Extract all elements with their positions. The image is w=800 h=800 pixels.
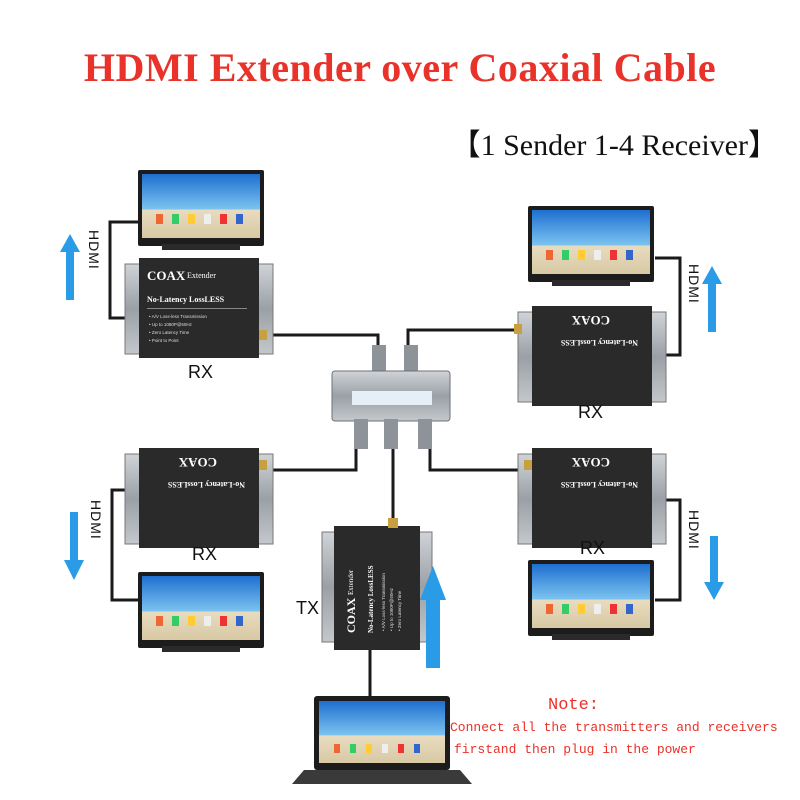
svg-text:COAX: COAX xyxy=(178,455,217,470)
svg-text:COAX: COAX xyxy=(571,455,610,470)
arrow-down-bottom-right xyxy=(704,536,724,600)
page-subtitle: 【1 Sender 1-4 Receiver】 xyxy=(450,129,778,162)
hdmi-cable-top-right xyxy=(655,256,682,357)
hdmi-cable-bottom-right xyxy=(655,498,682,602)
rx-label-bottom-right: RX xyxy=(580,538,606,558)
note-line-1: Connect all the transmitters and receive… xyxy=(450,720,778,735)
svg-text:No-Latency LossLESS: No-Latency LossLESS xyxy=(167,480,245,489)
receiver-device-bottom-right: COAX No-Latency LossLESS xyxy=(517,448,667,548)
svg-text:No-Latency LossLESS: No-Latency LossLESS xyxy=(560,338,638,347)
svg-text:Extender: Extender xyxy=(187,271,216,280)
coax-cable-rx4 xyxy=(428,425,532,472)
tv-top-right xyxy=(528,206,654,286)
transmitter-device: COAX Extender No-Latency LossLESS • A/V … xyxy=(321,518,433,650)
receiver-device-top-left: COAX Extender No-Latency LossLESS • A/V … xyxy=(124,258,274,358)
svg-text:COAX: COAX xyxy=(571,313,610,328)
receiver-device-bottom-left: COAX No-Latency LossLESS xyxy=(124,448,274,548)
tv-bottom-left xyxy=(138,572,264,652)
rx-label-bottom-left: RX xyxy=(192,544,218,564)
receiver-device-top-right: COAX No-Latency LossLESS xyxy=(514,306,667,406)
device-brand: COAX xyxy=(147,268,186,283)
svg-text:No-Latency LossLESS: No-Latency LossLESS xyxy=(147,295,225,304)
coax-cable-rx2 xyxy=(406,328,522,355)
svg-text:Extender: Extender xyxy=(347,569,355,595)
tx-label: TX xyxy=(296,598,320,618)
note-line-2: firstand then plug in the power xyxy=(454,742,696,757)
svg-text:• Up to 1080P@60Hz: • Up to 1080P@60Hz xyxy=(389,587,394,631)
page-title: HDMI Extender over Coaxial Cable xyxy=(83,45,717,90)
arrow-up-tx xyxy=(420,566,446,668)
svg-text:COAX: COAX xyxy=(344,597,358,633)
svg-text:• Point to Point: • Point to Point xyxy=(149,338,179,343)
arrow-down-bottom-left xyxy=(64,512,84,580)
arrow-up-top-left xyxy=(60,234,80,300)
arrows xyxy=(60,234,724,668)
svg-text:• A/V Loss-less Transmission: • A/V Loss-less Transmission xyxy=(381,573,386,631)
hdmi-label-bottom-left: HDMI xyxy=(88,500,104,540)
tv-bottom-right xyxy=(528,560,654,640)
svg-text:No-Latency LossLESS: No-Latency LossLESS xyxy=(367,565,375,633)
note-title: Note: xyxy=(548,696,600,715)
arrow-up-top-right xyxy=(702,266,722,332)
rx-label-top-right: RX xyxy=(578,402,604,422)
svg-text:• Zero Latency Time: • Zero Latency Time xyxy=(149,330,190,335)
hdmi-label-bottom-right: HDMI xyxy=(686,510,702,550)
hdmi-label-top-right: HDMI xyxy=(686,264,702,304)
svg-text:• Up to 1080P@60Hz: • Up to 1080P@60Hz xyxy=(149,322,193,327)
coax-splitter xyxy=(331,345,451,449)
coax-cable-rx1 xyxy=(262,333,380,355)
laptop xyxy=(292,696,472,784)
svg-text:No-Latency LossLESS: No-Latency LossLESS xyxy=(560,480,638,489)
svg-text:• Zero Latency Time: • Zero Latency Time xyxy=(397,590,402,631)
hdmi-label-top-left: HDMI xyxy=(86,230,102,270)
tv-top-left xyxy=(138,170,264,250)
rx-label-top-left: RX xyxy=(188,362,214,382)
coax-cable-rx3 xyxy=(262,425,358,472)
svg-text:• A/V Loss-less Transmission: • A/V Loss-less Transmission xyxy=(149,314,207,319)
